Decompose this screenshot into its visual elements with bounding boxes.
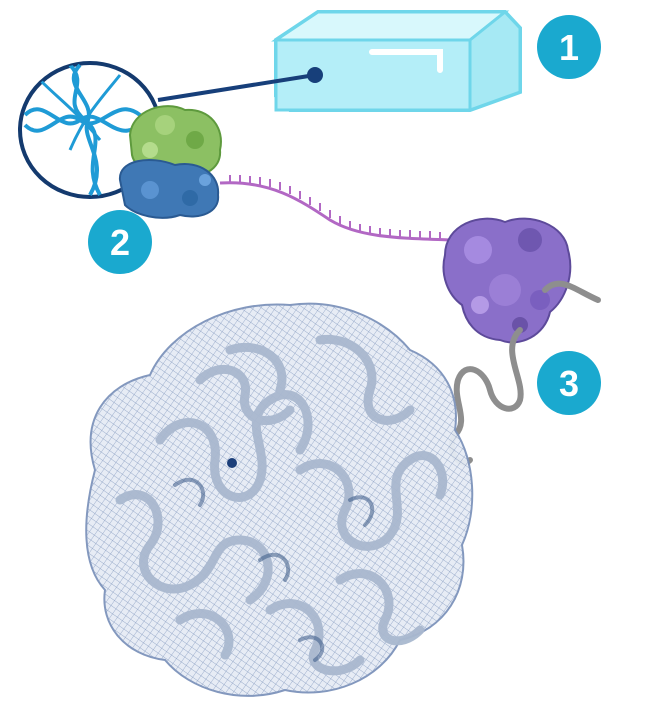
dna-zoom-circle: [18, 61, 162, 199]
step-number-1: 1: [559, 27, 579, 68]
step-number-3: 3: [559, 363, 579, 404]
dna-strand-icon: [23, 63, 142, 196]
mrna-strand-icon: [219, 175, 451, 242]
pointer-line: [157, 67, 323, 102]
step-number-2: 2: [110, 222, 130, 263]
step-badge-3: 3: [537, 351, 601, 415]
step-badge-2: 2: [88, 210, 152, 274]
ribosome-icon: [442, 217, 572, 344]
gel-block-icon: [271, 9, 522, 113]
step-badge-1: 1: [537, 15, 601, 79]
rna-polymerase-icon: [118, 105, 222, 219]
folded-protein-icon: [85, 302, 474, 697]
